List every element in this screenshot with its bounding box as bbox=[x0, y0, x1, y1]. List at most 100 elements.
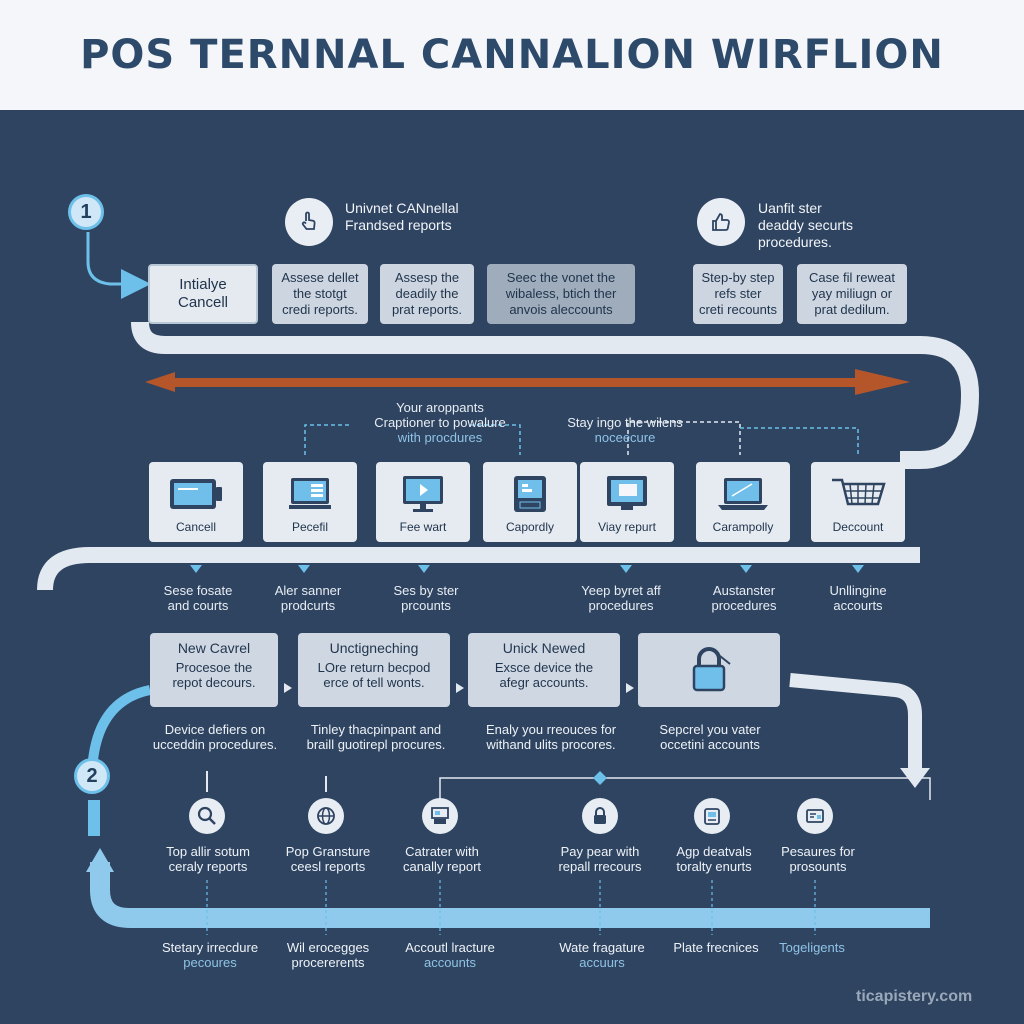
step1-header-right-line1: Uanfit ster bbox=[758, 200, 822, 216]
step1-header-right-line3: procedures. bbox=[758, 234, 832, 250]
step1-box-case-fil[interactable]: Case fil reweat yay miliugn or prat dedi… bbox=[797, 264, 907, 324]
small-item-label: Agp deatvals toralty enurts bbox=[652, 844, 776, 874]
box-line: credi reports. bbox=[282, 302, 358, 317]
card-viay-repurt[interactable]: Viay repurt bbox=[580, 462, 674, 542]
proc-desc-line: occetini accounts bbox=[660, 737, 760, 752]
receipt-icon[interactable] bbox=[797, 798, 833, 834]
caption-line: Austanster bbox=[712, 583, 776, 598]
display-icon bbox=[603, 462, 651, 520]
padlock-icon bbox=[684, 644, 734, 697]
caption-line: prodcurts bbox=[280, 598, 336, 613]
proc-desc: Tinley thacpinpant and braill guotirepl … bbox=[290, 722, 462, 752]
box-line: Seec the vonet the bbox=[506, 270, 616, 285]
bottom-label: Wate fragature accuurs bbox=[540, 940, 664, 970]
proc-line: afegr accounts. bbox=[499, 675, 589, 690]
small-item-line: Agp deatvals bbox=[676, 844, 752, 859]
register-icon[interactable] bbox=[422, 798, 458, 834]
small-item-line: Pop Gransture bbox=[285, 844, 371, 859]
proc-line: LOre return becpod bbox=[317, 660, 431, 675]
card-pecefil[interactable]: Pecefil bbox=[263, 462, 357, 542]
small-item-label: Top allir sotum ceraly reports bbox=[146, 844, 270, 874]
card-cancell[interactable]: Cancell bbox=[149, 462, 243, 542]
orange-double-arrow bbox=[145, 369, 910, 395]
card-caption: Unllingine accourts bbox=[800, 583, 916, 613]
page-title: POS TERNNAL CANNALION WIRFLION bbox=[80, 32, 944, 78]
box-line: creti recounts bbox=[698, 302, 778, 317]
step1-box-seec[interactable]: Seec the vonet the wibaless, btich ther … bbox=[487, 264, 635, 324]
step-1-number: 1 bbox=[80, 200, 92, 223]
caption-line: Ses by ster bbox=[393, 583, 459, 598]
card-carampolly[interactable]: Carampolly bbox=[696, 462, 790, 542]
lock-icon[interactable] bbox=[582, 798, 618, 834]
box-line: deadily the bbox=[395, 286, 459, 301]
proc-line: erce of tell wonts. bbox=[323, 675, 425, 690]
small-item-line: ceraly reports bbox=[168, 859, 248, 874]
laptop-icon bbox=[716, 462, 770, 520]
box-line: prat reports. bbox=[391, 302, 463, 317]
small-item-line: repall rrecours bbox=[558, 859, 642, 874]
small-item-line: Top allir sotum bbox=[166, 844, 250, 859]
small-item-label: Pop Gransture ceesl reports bbox=[266, 844, 390, 874]
step2-proc-unick-newed[interactable]: Unick Newed Exsce device the afegr accou… bbox=[468, 633, 620, 707]
small-icon-connector bbox=[439, 777, 931, 800]
step1-hook-arrow bbox=[86, 232, 151, 299]
center-label-line3: with procdures bbox=[397, 430, 483, 445]
small-item-line: Catrater with bbox=[405, 844, 479, 859]
bottom-label: Plate frecnices bbox=[654, 940, 778, 955]
step2-right-down-arrow bbox=[789, 673, 922, 770]
step2-proc-unctigneching[interactable]: Unctigneching LOre return becpod erce of… bbox=[298, 633, 450, 707]
monitor-play-icon bbox=[400, 462, 446, 520]
step2-left-hook bbox=[88, 685, 152, 761]
card-label: Pecefil bbox=[291, 520, 329, 534]
proc-line: Exsce device the bbox=[494, 660, 594, 675]
card-fee-wart[interactable]: Fee wart bbox=[376, 462, 470, 542]
dashed-bracket-left bbox=[304, 424, 350, 455]
caption-line: procedures bbox=[711, 598, 777, 613]
printer-icon[interactable] bbox=[694, 798, 730, 834]
step1-box-assess-credit[interactable]: Assese dellet the stotgt credi reports. bbox=[272, 264, 368, 324]
step1-box-assess-deadily[interactable]: Assesp the deadily the prat reports. bbox=[380, 264, 474, 324]
proc-desc-line: withand ulits procores. bbox=[486, 737, 616, 752]
bottom-label-main: Togeligents bbox=[779, 940, 845, 955]
card-pointers bbox=[190, 565, 864, 573]
card-capordly[interactable]: Capordly bbox=[483, 462, 577, 542]
search-icon[interactable] bbox=[189, 798, 225, 834]
step1-box-step-by-step[interactable]: Step-by step refs ster creti recounts bbox=[693, 264, 783, 324]
bottom-label: Wil erocegges procererents bbox=[266, 940, 390, 970]
bottom-label-main: Wil erocegges bbox=[286, 940, 370, 955]
step1-header-right: Uanfit ster deaddy securts procedures. bbox=[758, 200, 918, 251]
small-item-line: Pesaures for bbox=[781, 844, 855, 859]
bottom-label-sub: accounts bbox=[423, 955, 477, 970]
bottom-label: Accoutl lracture accounts bbox=[388, 940, 512, 970]
box-line: Step-by step bbox=[701, 270, 775, 285]
box-line: prat dedilum. bbox=[814, 302, 890, 317]
thumbs-up-icon bbox=[697, 198, 745, 246]
proc-title: Unick Newed bbox=[502, 640, 586, 656]
proc-desc: Sepcrel you vater occetini accounts bbox=[640, 722, 780, 752]
step1-center-label: Your aroppants Craptioner to powalure wi… bbox=[340, 400, 540, 445]
caption-line: accourts bbox=[833, 598, 883, 613]
caption-line: Unllingine bbox=[829, 583, 887, 598]
caption-line: procedures bbox=[588, 598, 654, 613]
proc-line: Procesoe the bbox=[175, 660, 253, 675]
card-label: Fee wart bbox=[399, 520, 447, 534]
small-item-line: prosounts bbox=[789, 859, 847, 874]
card-label: Viay repurt bbox=[598, 520, 656, 534]
caption-line: Sese fosate bbox=[163, 583, 233, 598]
box-line: the stotgt bbox=[293, 286, 347, 301]
caption-line: prcounts bbox=[401, 598, 451, 613]
step-2-badge: 2 bbox=[74, 758, 110, 794]
small-item-line: canally report bbox=[402, 859, 482, 874]
card-deccount[interactable]: Deccount bbox=[811, 462, 905, 542]
card-caption: Yeep byret aff procedures bbox=[556, 583, 686, 613]
step1-box-initialize[interactable]: Intialye Cancell bbox=[148, 264, 258, 324]
step2-proc-lock[interactable] bbox=[638, 633, 780, 707]
globe-icon[interactable] bbox=[308, 798, 344, 834]
monitor-list-icon bbox=[287, 462, 333, 520]
proc-title: Unctigneching bbox=[329, 640, 419, 656]
small-item-line: ceesl reports bbox=[290, 859, 366, 874]
step2-proc-new-cavrel[interactable]: New Cavrel Procesoe the repot decours. bbox=[150, 633, 278, 707]
box-line: wibaless, btich ther bbox=[505, 286, 617, 301]
center-label-line2: Craptioner to powalure bbox=[374, 415, 506, 430]
card-caption: Ses by ster prcounts bbox=[368, 583, 484, 613]
